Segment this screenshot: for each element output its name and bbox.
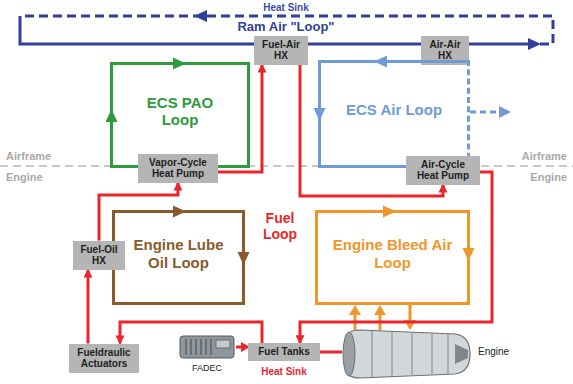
exchanger-box: Fuel-Air HX xyxy=(254,36,308,65)
fadec-fins xyxy=(186,339,211,355)
diagram-label: Fuel Loop xyxy=(255,210,305,242)
node-text: Vapor-Cycle Heat Pump xyxy=(142,157,214,180)
diagram-label: Heat Sink xyxy=(263,2,309,14)
fuel-connector xyxy=(120,322,262,344)
loop-box: ECS PAO Loop xyxy=(110,62,250,168)
node-text: Engine Lube Oil Loop xyxy=(124,236,234,271)
fadec-connector xyxy=(216,340,230,348)
airframe-engine-divider xyxy=(0,165,573,167)
node-text: Fuel Tanks xyxy=(252,346,316,358)
engine-exhaust xyxy=(455,344,468,364)
node-text: Fuel-Air HX xyxy=(258,39,304,62)
ecs-air-arrowhead xyxy=(499,106,511,118)
loop-box: ECS Air Loop xyxy=(318,60,470,168)
loop-box: Engine Lube Oil Loop xyxy=(112,210,245,305)
fadec-unit xyxy=(180,336,234,358)
fuel-connector xyxy=(300,172,492,343)
node-text: Fueldraulic Actuators xyxy=(73,347,135,370)
exchanger-box: Fueldraulic Actuators xyxy=(69,344,139,373)
diagram-label: Engine xyxy=(6,171,43,184)
ram-air-arrowhead xyxy=(528,38,541,50)
diagram-label: FADEC xyxy=(192,363,222,373)
exchanger-box: Air-Cycle Heat Pump xyxy=(406,156,480,185)
fuel-connector xyxy=(87,270,90,344)
diagram-label: Airframe xyxy=(522,150,567,163)
node-text: ECS PAO Loop xyxy=(130,94,230,129)
exchanger-box: Vapor-Cycle Heat Pump xyxy=(138,154,218,183)
diagram-label: Airframe xyxy=(6,150,51,163)
bleed-air-line xyxy=(409,305,412,321)
engine-inlet xyxy=(343,332,355,376)
diagram-label: Engine xyxy=(478,346,509,358)
node-text: Fuel-Oil HX xyxy=(77,244,121,267)
bleed-air-arrowhead xyxy=(374,305,386,315)
diagram-label: Ram Air "Loop" xyxy=(237,20,334,35)
diagram-label: Heat Sink xyxy=(261,366,307,378)
loop-box: Engine Bleed Air Loop xyxy=(315,210,470,305)
diagram-label: Engine xyxy=(530,171,567,184)
node-text: Air-Air HX xyxy=(425,39,465,62)
node-text: Air-Cycle Heat Pump xyxy=(410,159,476,182)
engine-nacelle xyxy=(346,330,470,378)
node-text: ECS Air Loop xyxy=(346,101,442,118)
fuel-line xyxy=(318,351,342,354)
node-text: Engine Bleed Air Loop xyxy=(333,236,453,271)
bleed-air-arrowhead xyxy=(349,305,361,315)
exchanger-box: Fuel-Oil HX xyxy=(73,241,125,270)
exchanger-box: Fuel Tanks xyxy=(248,343,320,361)
fuel-connector xyxy=(218,65,262,173)
ecs-air-exhaust-line xyxy=(470,111,500,114)
ram-air-arrowhead xyxy=(194,10,207,22)
engine-sections xyxy=(372,331,448,377)
